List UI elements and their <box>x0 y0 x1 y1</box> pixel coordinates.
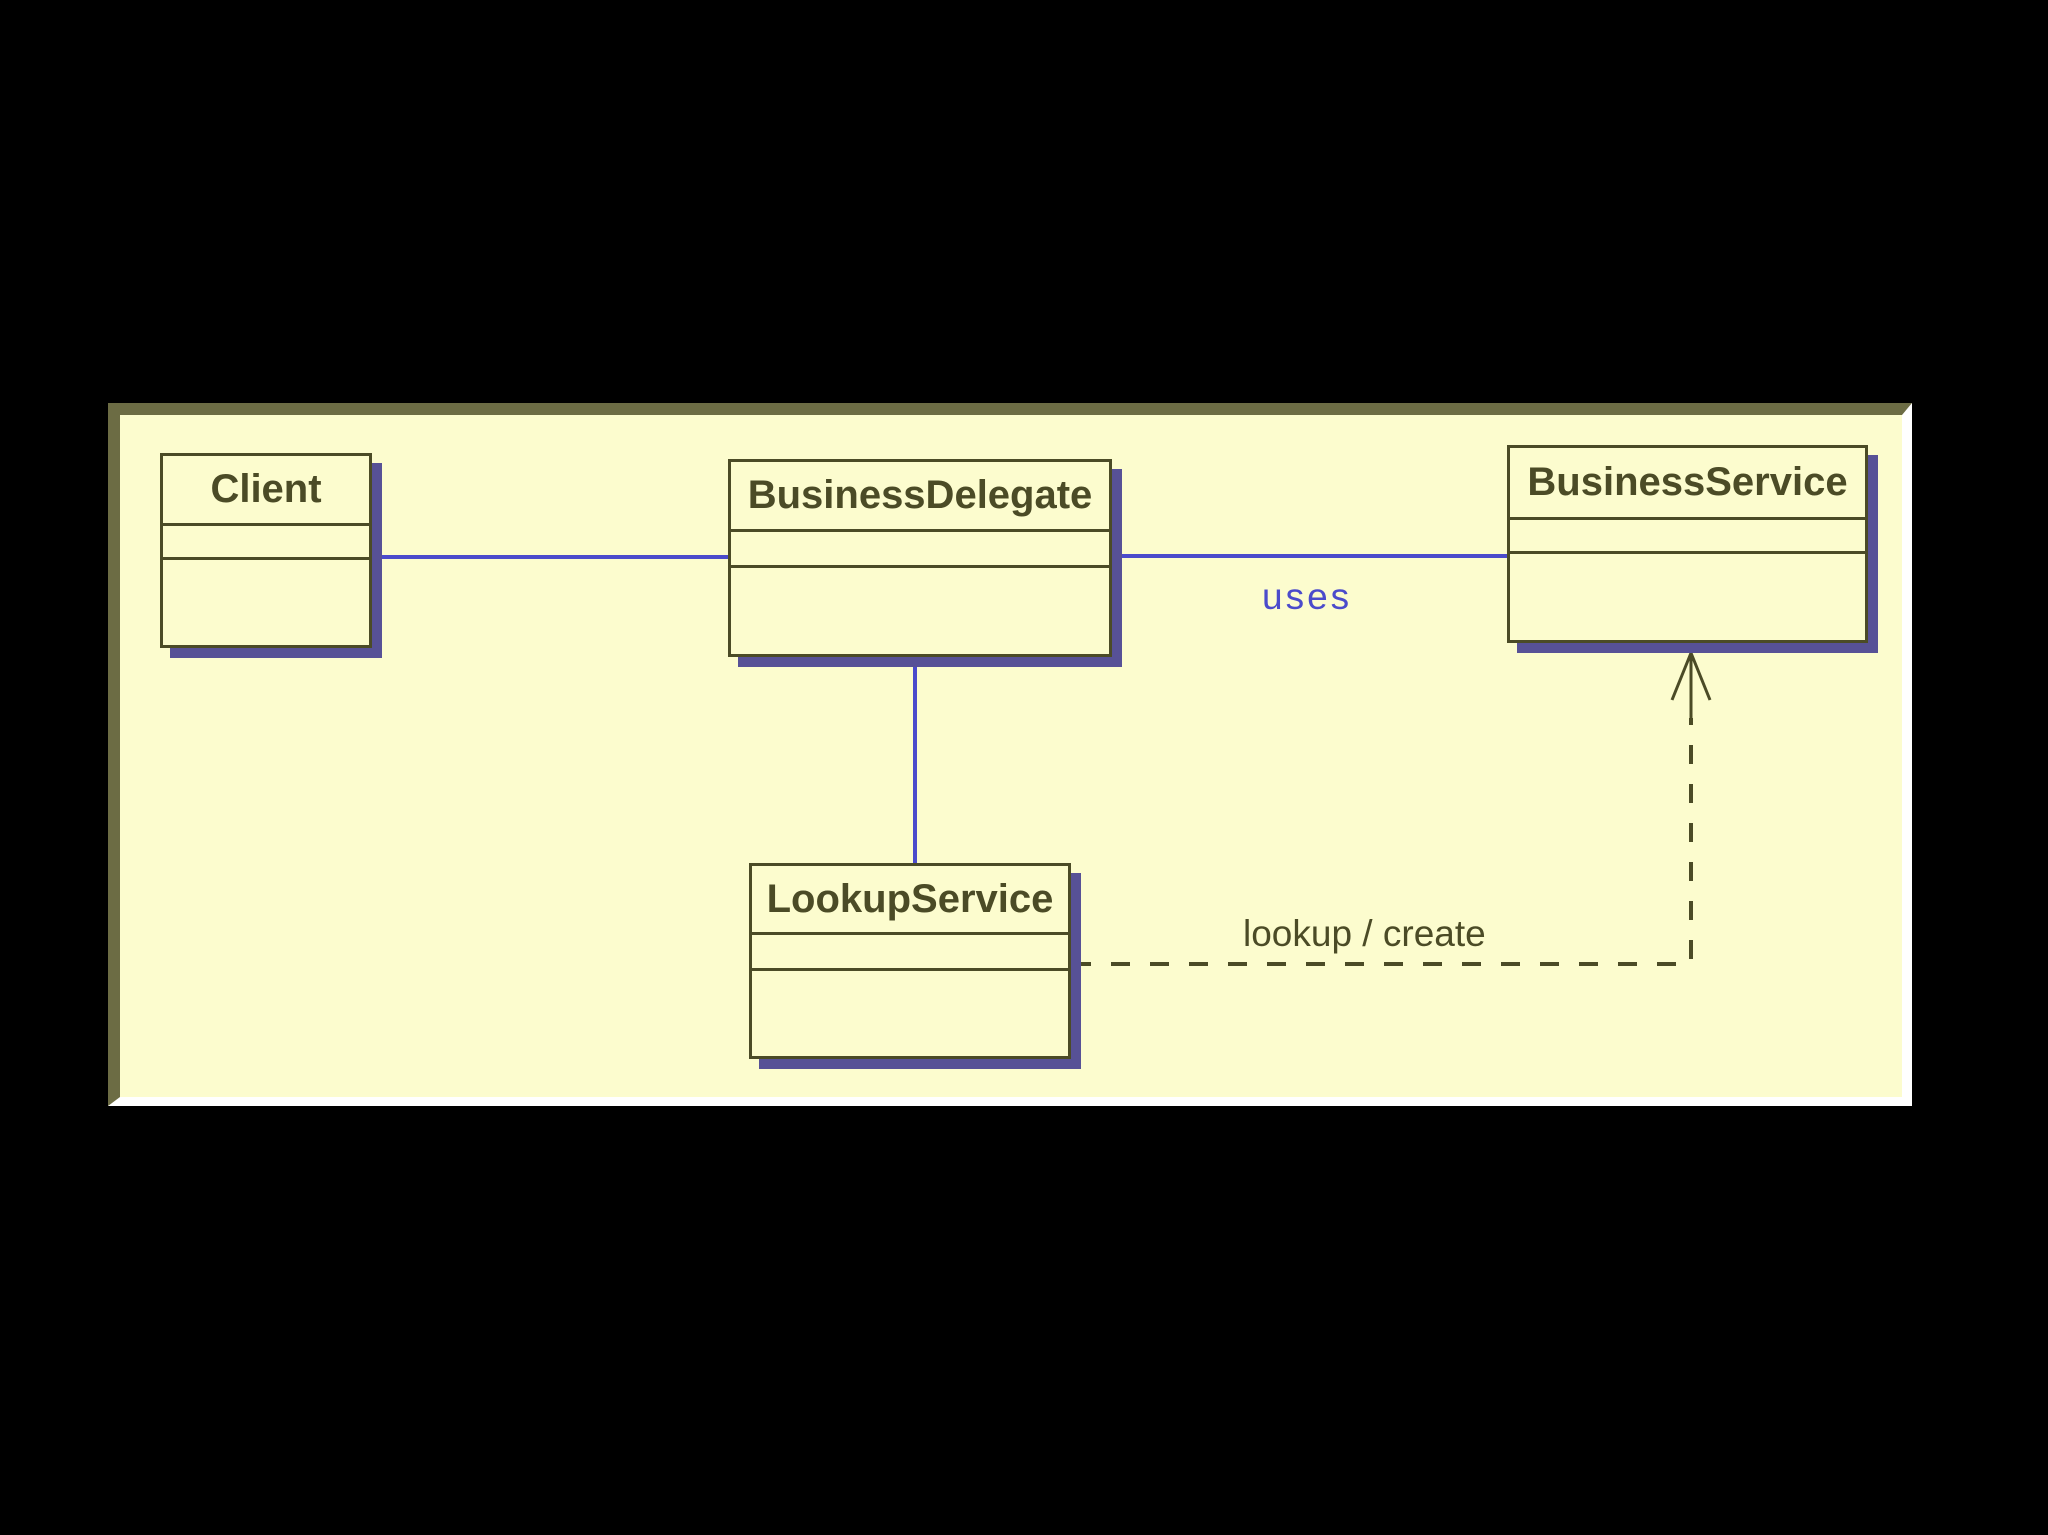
class-title-businessservice: BusinessService <box>1510 448 1865 520</box>
dependency-lookupservice-businessservice <box>1072 718 1693 966</box>
lookup-create-label: lookup / create <box>1243 913 1486 954</box>
class-box-lookupservice: LookupService <box>749 863 1071 1059</box>
dependency-arrowhead-icon <box>1670 648 1712 718</box>
class-attributes-lookupservice <box>752 935 1068 971</box>
class-operations-lookupservice <box>752 971 1068 1056</box>
class-title-lookupservice: LookupService <box>752 866 1068 935</box>
class-operations-client <box>163 560 369 645</box>
class-operations-businessdelegate <box>731 568 1109 654</box>
class-title-businessdelegate: BusinessDelegate <box>731 462 1109 532</box>
class-box-client: Client <box>160 453 372 648</box>
class-attributes-businessdelegate <box>731 532 1109 568</box>
class-box-businessdelegate: BusinessDelegate <box>728 459 1112 657</box>
class-title-client: Client <box>163 456 369 526</box>
class-operations-businessservice <box>1510 554 1865 640</box>
class-box-businessservice: BusinessService <box>1507 445 1868 643</box>
class-attributes-businessservice <box>1510 520 1865 554</box>
uses-label: uses <box>1262 576 1353 617</box>
class-attributes-client <box>163 526 369 560</box>
